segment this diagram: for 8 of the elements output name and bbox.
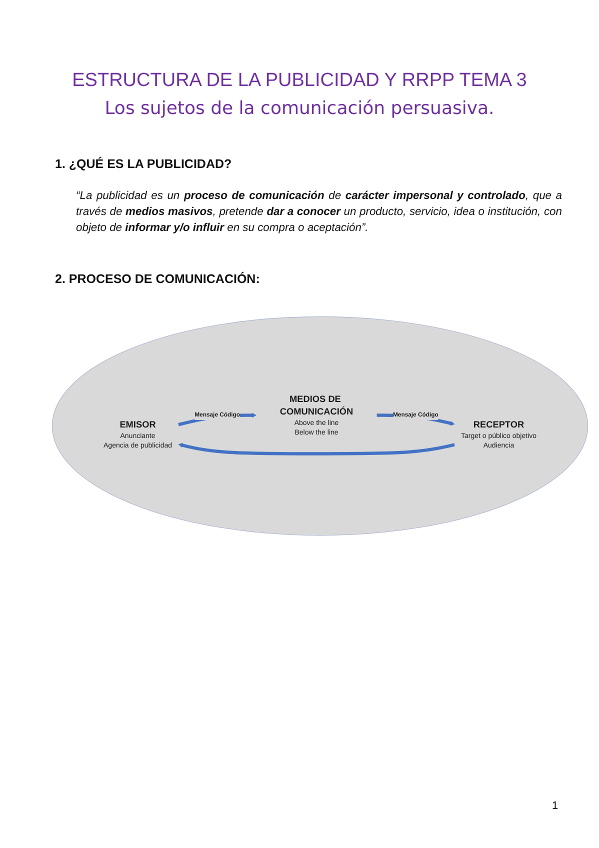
page-title: ESTRUCTURA DE LA PUBLICIDAD Y RRPP TEMA 3: [71, 70, 528, 92]
background-ellipse: [52, 316, 588, 536]
subtitle: Los sujetos de la comunicación persuasiva.: [104, 98, 496, 119]
arrow: [178, 443, 455, 456]
quote-paragraph: “La publicidad es un proceso de comunicación de carácter impersonal y controlado, que a través de medios masivos, pretende dar a conocer un producto, servicio, idea o institución, con objeto de informar y/o influir en su compra o aceptación”.: [76, 189, 562, 236]
section-heading: 1. ¿QUÉ ES LA PUBLICIDAD?: [55, 157, 232, 171]
page-number: 1: [552, 800, 558, 812]
section-heading: 2. PROCESO DE COMUNICACIÓN:: [55, 272, 260, 286]
